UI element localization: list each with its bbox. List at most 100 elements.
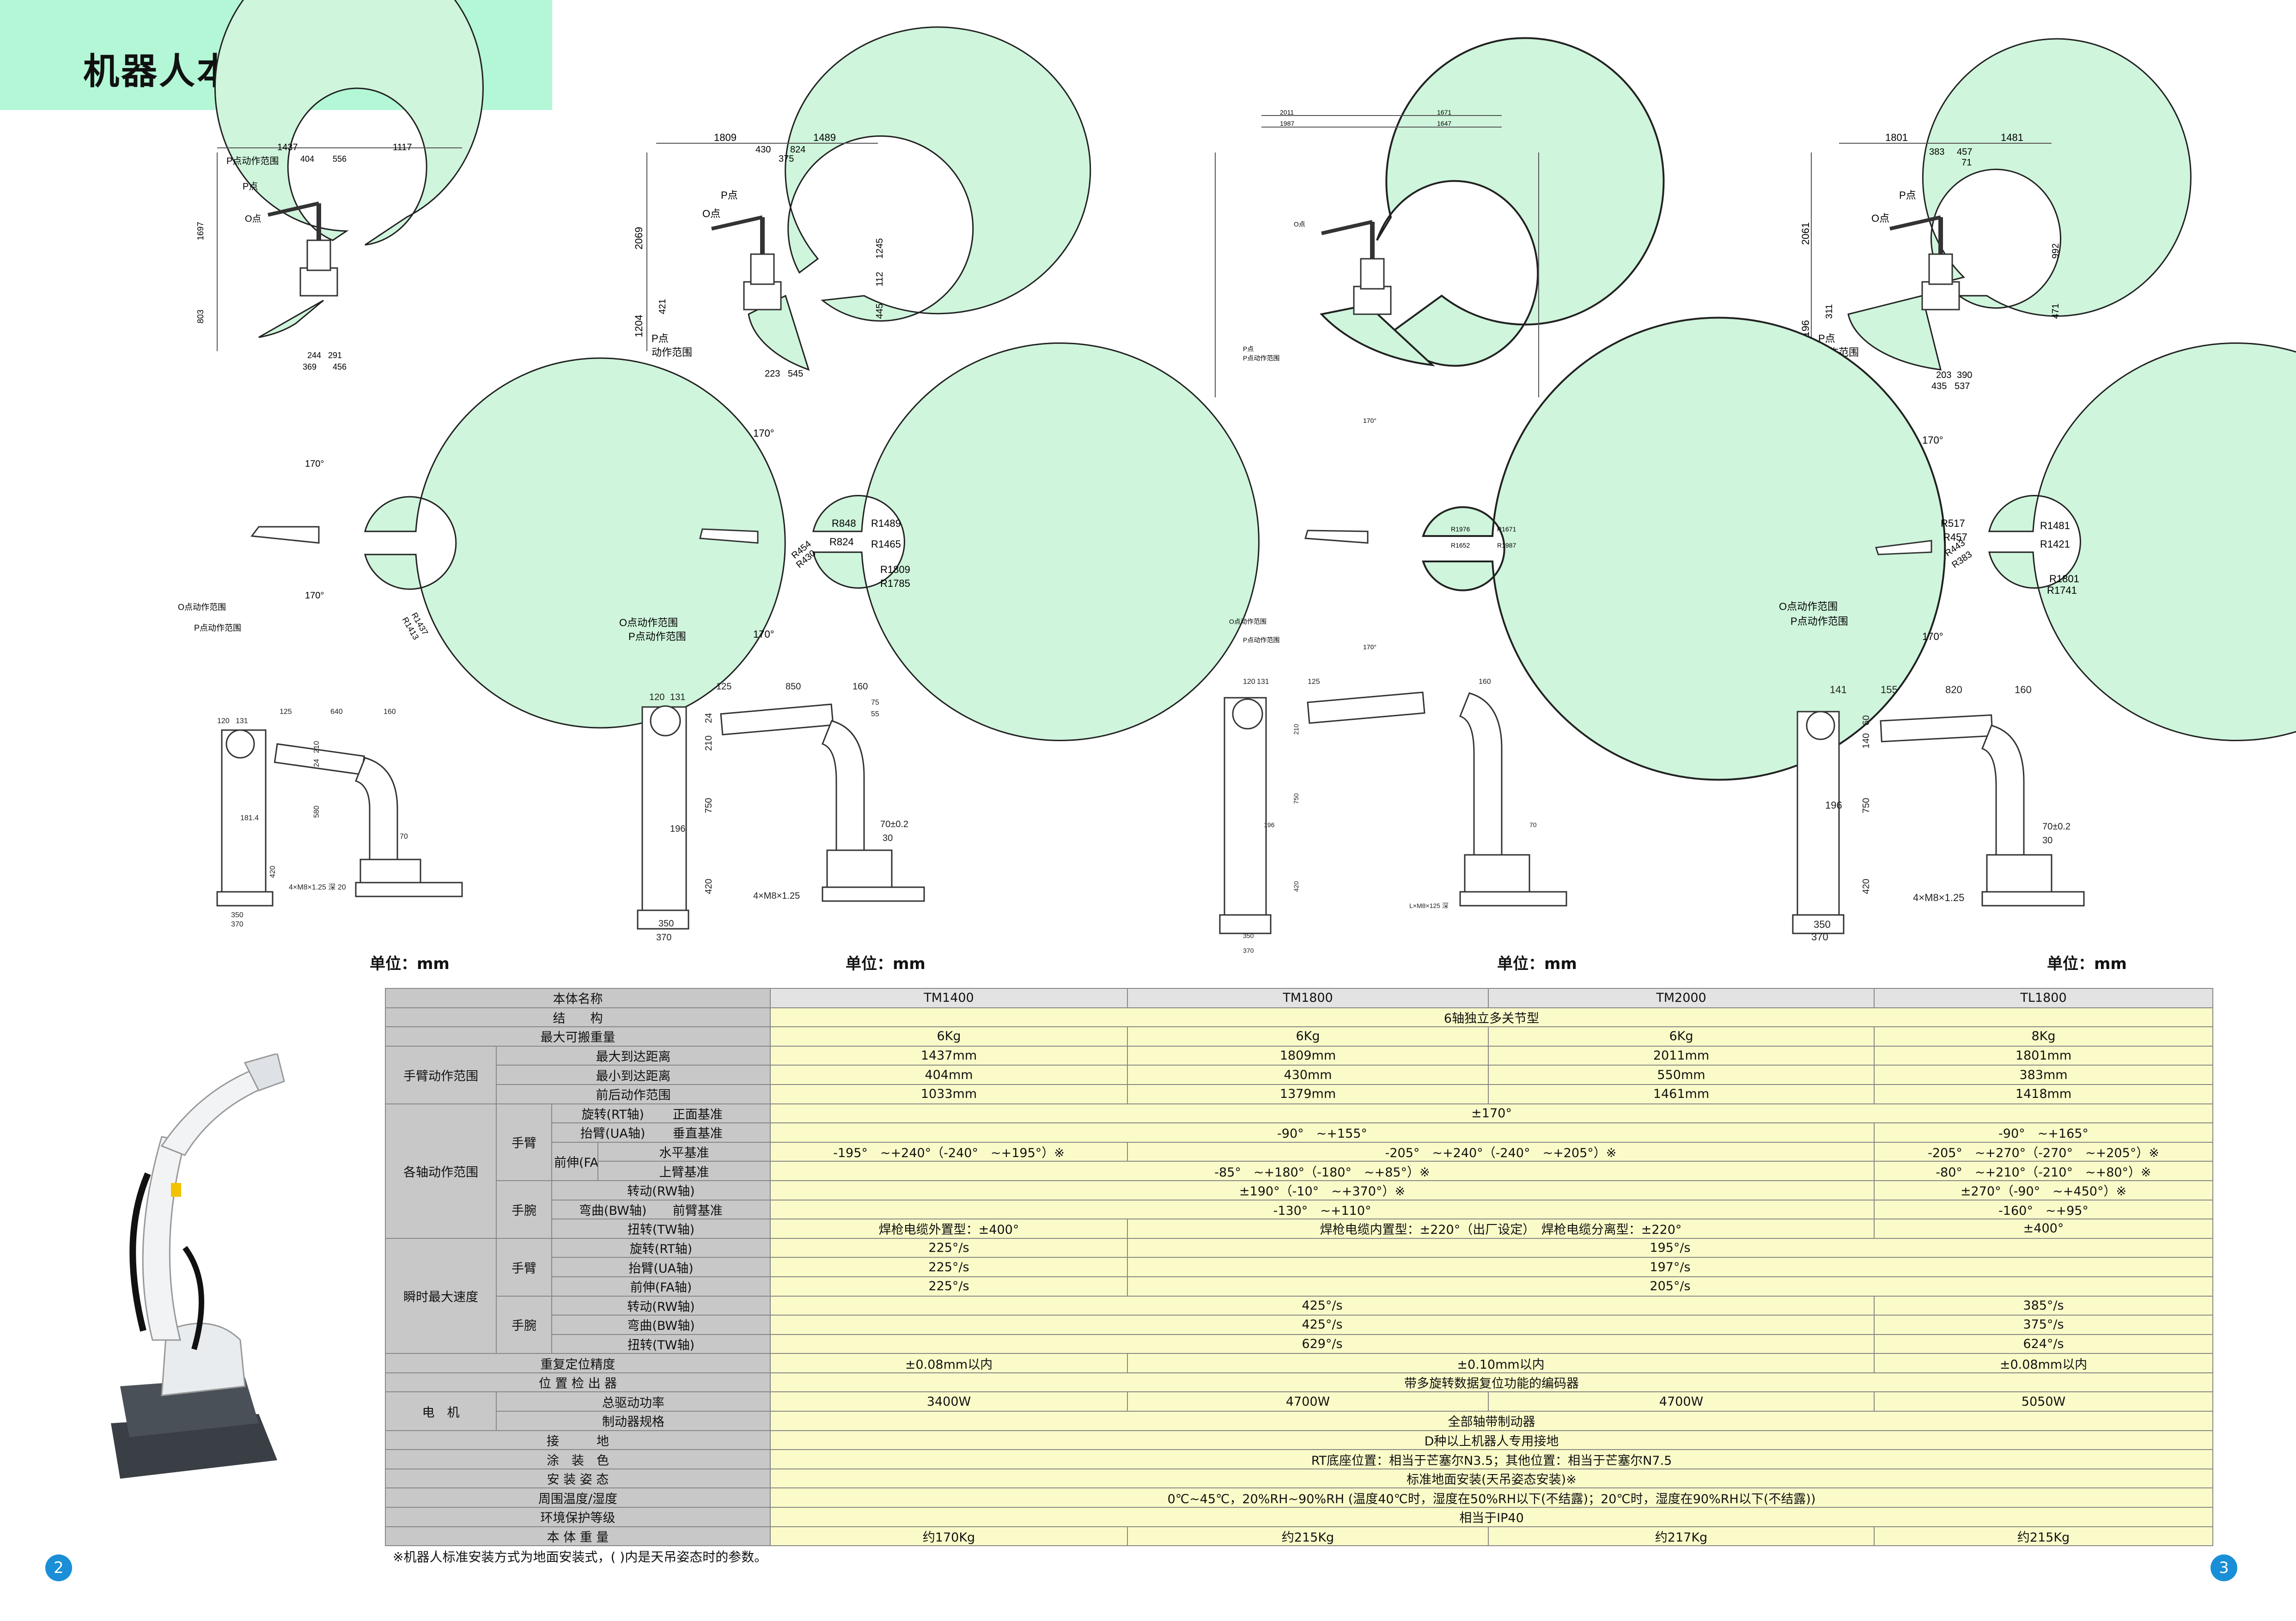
dim2-side-d: 420 (704, 879, 714, 894)
range-fa-axis-name: 前伸(FA轴) (551, 1141, 598, 1181)
top4-radius-d: R1421 (2040, 538, 2070, 550)
dim2-side-b: 24 (704, 713, 714, 723)
side1-dim-bottom-a: 244 (307, 351, 321, 360)
header-tl1800: TL1800 (1874, 988, 2213, 1008)
side4-dim-top2-b: 457 (1957, 147, 1972, 157)
side1-label-p: P点 (243, 181, 258, 192)
range-bw-axis-name: 弯曲(BW轴) (579, 1203, 647, 1218)
payload-tl1800: 8Kg (1874, 1026, 2213, 1047)
dim2-misc-b: 70±0.2 (880, 819, 908, 829)
dim2-top-b: 131 (670, 692, 685, 702)
top2-radius-e: R1809 (880, 564, 910, 575)
side4-dim-top2-a: 383 (1929, 147, 1944, 157)
range-rt-ref: 正面基准 (672, 1107, 723, 1122)
side3-dim-top2-left: 1987 (1280, 120, 1294, 127)
reach-min-tm1800: 430mm (1127, 1065, 1489, 1085)
side2-dim-top2-a: 430 (755, 145, 771, 155)
page-number-left: 2 (45, 1554, 72, 1581)
range-rt-axis: 旋转(RT轴) 正面基准 (551, 1103, 771, 1124)
detector-label: 位 置 检 出 器 (385, 1372, 771, 1393)
speed-rw-value: 425°/s (770, 1295, 1875, 1316)
table-row-detector: 位 置 检 出 器 带多旋转数据复位功能的编码器 (385, 1372, 2213, 1393)
table-row-paint: 涂 装 色 RT底座位置：相当于芒塞尔N3.5；其他位置：相当于芒塞尔N7.5 (385, 1449, 2213, 1469)
range-fa-tm1400: -195° ~+240°（-240° ~+195°）※ (770, 1141, 1128, 1162)
table-row-reach-min: 最小到达距离 404mm 430mm 550mm 383mm (385, 1065, 2213, 1085)
dim3-side-a: 210 (1292, 724, 1300, 735)
reach-max-tm2000: 2011mm (1488, 1045, 1875, 1066)
side2-dim-top-left: 1809 (714, 132, 737, 143)
weight-tm2000: 约217Kg (1488, 1526, 1875, 1547)
dim3-base-a: 350 (1243, 932, 1254, 939)
table-row-brake: 制动器规格 全部轴带制动器 (385, 1411, 2213, 1431)
brake-value: 全部轴带制动器 (770, 1411, 2213, 1431)
top4-radius-c: R1481 (2040, 520, 2070, 531)
side-range-diagram-3: 2011 1671 1987 1647 P点 P点动作范围 O点 (1215, 37, 1665, 397)
dim1-bolt: 4×M8×1.25 深 20 (289, 883, 346, 891)
side4-dim-bottom-a: 203 (1936, 370, 1951, 380)
structure-label: 结 构 (385, 1007, 771, 1028)
side2-label-range: 动作范围 (652, 347, 692, 358)
range-rt-axis-name: 旋转(RT轴) (581, 1107, 644, 1122)
top2-radius-c: R1489 (871, 518, 901, 529)
top4-radius-h: R1741 (2047, 585, 2077, 596)
dim4-top-c: 820 (1945, 684, 1962, 695)
speed-ua-others: 197°/s (1127, 1257, 2213, 1277)
motor-label: 电 机 (385, 1391, 497, 1431)
dim2-top-c: 125 (716, 682, 731, 692)
top2-radius-a: R848 (832, 518, 856, 529)
structure-value: 6轴独立多关节型 (770, 1007, 2213, 1028)
range-rw-axis-name: 转动(RW轴) (551, 1180, 771, 1201)
axis-range-arm-label: 手臂 (496, 1103, 552, 1181)
table-row-speed-ua: 抬臂(UA轴) 225°/s 197°/s (385, 1257, 2213, 1277)
side1-dim-top2-right: 556 (333, 154, 347, 164)
mount-label: 安 装 姿 态 (385, 1468, 771, 1489)
side2-dim-right-a: 1245 (875, 238, 885, 259)
speed-tw-value: 629°/s (770, 1334, 1875, 1354)
detector-value: 带多旋转数据复位功能的编码器 (770, 1372, 2213, 1393)
weight-tm1800: 约215Kg (1127, 1526, 1489, 1547)
side3-label-p: P点 (1243, 345, 1254, 353)
side1-dim-top2-left: 404 (300, 154, 314, 164)
dimension-drawing-2: 120 131 125 850 160 210 24 750 420 196 7… (637, 682, 925, 943)
range-tw-tm1400: 焊枪电缆外置型：±400° (770, 1219, 1128, 1239)
arm-range-label: 手臂动作范围 (385, 1045, 497, 1104)
env-label: 周围温度/湿度 (385, 1487, 771, 1508)
table-row-structure: 结 构 6轴独立多关节型 (385, 1007, 2213, 1028)
side4-label-o: O点 (1871, 213, 1889, 224)
dim4-misc-c: 30 (2042, 835, 2052, 846)
speed-fa-axis-name: 前伸(FA轴) (551, 1276, 771, 1297)
top-range-diagram-3: 170° 170° R1976 R1652 R1671 R1987 O点动作范围… (1229, 317, 1946, 781)
dim4-top-d: 160 (2015, 684, 2032, 695)
payload-label: 最大可搬重量 (385, 1026, 771, 1047)
side2-dim-bottom-a: 223 (765, 369, 780, 379)
side1-label-o: O点 (245, 213, 262, 224)
env-value: 0℃~45℃，20%RH~90%RH (温度40℃时，湿度在50%RH以下(不结… (770, 1487, 2213, 1508)
side4-label-p2: P点 (1899, 189, 1916, 201)
speed-rt-tm1400: 225°/s (770, 1237, 1128, 1258)
dim3-bolt: L×M8×125 深 (1409, 902, 1449, 909)
table-row-range-tw: 扭转(TW轴) 焊枪电缆外置型：±400° 焊枪电缆内置型：±220°（出厂设定… (385, 1219, 2213, 1239)
top3-angle-top: 170° (1363, 417, 1376, 424)
side2-label-p: P点 (652, 333, 669, 344)
dim3-misc-b: 70 (1529, 821, 1537, 829)
top4-angle-top: 170° (1922, 434, 1943, 446)
side1-dim-bottom-c: 369 (303, 362, 317, 372)
side2-dim-bottom-b: 545 (788, 369, 803, 379)
side2-dim-top2-c: 375 (779, 154, 794, 164)
side4-dim-bottom-d: 537 (1955, 381, 1970, 391)
side1-label-range: P点动作范围 (226, 156, 279, 166)
table-row-header: 本体名称 TM1400 TM1800 TM2000 TL1800 (385, 988, 2213, 1008)
range-ua-ref: 垂直基准 (672, 1127, 723, 1141)
axis-range-wrist-label: 手腕 (496, 1180, 552, 1239)
table-row-range-ua: 抬臂(UA轴) 垂直基准 -90° ~+155° -90° ~+165° (385, 1122, 2213, 1143)
dim2-top-e: 160 (853, 682, 868, 692)
top1-angle-bottom: 170° (305, 591, 324, 601)
dim4-side-b: 60 (1861, 715, 1871, 725)
brake-label: 制动器规格 (496, 1411, 771, 1431)
top1-label-p: P点动作范围 (194, 623, 241, 633)
side2-dim-left-lower: 1204 (633, 315, 645, 337)
range-fa2-value: -85° ~+180°（-180° ~+85°）※ (770, 1161, 1875, 1181)
table-row-speed-tw: 扭转(TW轴) 629°/s 624°/s (385, 1334, 2213, 1354)
range-fa-ref: 水平基准 (597, 1141, 771, 1162)
side2-dim-top2-b: 824 (790, 145, 805, 155)
